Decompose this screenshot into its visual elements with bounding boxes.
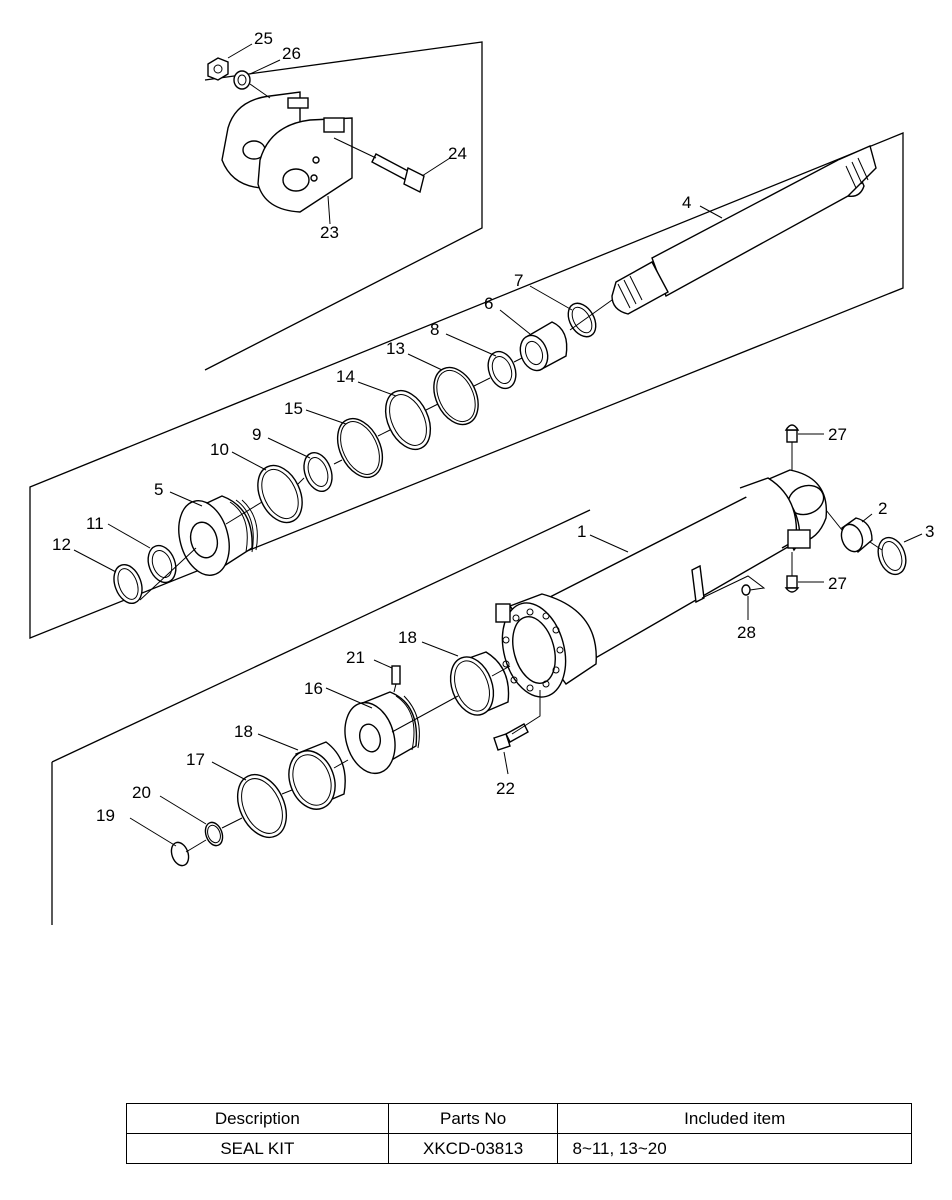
part-20-ring (204, 821, 224, 847)
callout-26: 26 (282, 44, 301, 63)
part-7-ring (567, 302, 597, 338)
part-27-grease-nipple-top (784, 424, 800, 443)
callout-12: 12 (52, 535, 71, 554)
part-10-seal (257, 464, 303, 524)
callout-14: 14 (336, 367, 355, 386)
cell-included-item: 8~11, 13~20 (557, 1133, 912, 1164)
callout-5: 5 (154, 480, 163, 499)
callout-27-bottom: 27 (828, 574, 847, 593)
header-description: Description (126, 1103, 389, 1134)
part-25-nut (207, 57, 229, 81)
callout-7: 7 (514, 271, 523, 290)
callout-21: 21 (346, 648, 365, 667)
callout-8: 8 (430, 320, 439, 339)
header-parts-no: Parts No (387, 1103, 559, 1134)
exploded-parts-diagram: 1 2 3 4 5 6 7 8 9 10 11 12 13 14 15 16 1… (29, 29, 934, 925)
callout-17: 17 (186, 750, 205, 769)
part-27-grease-nipple-bottom (784, 575, 800, 593)
part-14-backup-ring (384, 389, 432, 451)
part-6-bush (519, 321, 568, 372)
part-23-clevis-bracket (221, 91, 353, 213)
callout-11: 11 (86, 514, 104, 533)
table-row: SEAL KIT XKCD-03813 8~11, 13~20 (126, 1133, 912, 1164)
callout-13: 13 (386, 339, 405, 358)
callout-25: 25 (254, 29, 273, 48)
part-22-bolt (493, 723, 529, 751)
part-15-o-ring (336, 417, 384, 479)
part-17-seal (236, 773, 288, 839)
header-included-item: Included item (557, 1103, 912, 1134)
part-5-gland (178, 495, 258, 576)
callout-28: 28 (737, 623, 756, 642)
pin-assembly-plane (204, 41, 483, 371)
callout-27-top: 27 (828, 425, 847, 444)
part-24-bolt (371, 153, 425, 194)
part-13-o-ring (433, 366, 479, 426)
assembly-axis-lines (139, 83, 883, 853)
cell-parts-no: XKCD-03813 (387, 1133, 559, 1164)
part-16-piston (344, 691, 420, 775)
callout-24: 24 (448, 144, 467, 163)
callout-3: 3 (925, 522, 934, 541)
part-1-cylinder-tube (495, 469, 828, 698)
cell-description: SEAL KIT (126, 1133, 389, 1164)
part-21-set-screw (391, 665, 401, 685)
callout-6: 6 (484, 294, 493, 313)
part-12-ring (113, 563, 143, 605)
callout-20: 20 (132, 783, 151, 802)
part-4-piston-rod (611, 145, 877, 315)
part-9-seal (303, 451, 333, 493)
callout-10: 10 (210, 440, 229, 459)
callout-labels: 1 2 3 4 5 6 7 8 9 10 11 12 13 14 15 16 1… (52, 29, 934, 825)
callout-18-lower: 18 (234, 722, 253, 741)
leader-lines (73, 43, 923, 847)
seal-kit-table: Description Parts No Included item SEAL … (126, 1103, 912, 1164)
callout-1: 1 (577, 522, 586, 541)
table-header-row: Description Parts No Included item (126, 1103, 912, 1134)
part-19-o-ring (170, 841, 190, 867)
rod-assembly-plane (29, 132, 904, 639)
part-18-wear-ring-lower (288, 741, 346, 810)
callout-22: 22 (496, 779, 515, 798)
callout-15: 15 (284, 399, 303, 418)
callout-4: 4 (682, 193, 691, 212)
callout-16: 16 (304, 679, 323, 698)
part-26-washer (233, 70, 251, 90)
callout-9: 9 (252, 425, 261, 444)
part-3-ring (877, 536, 907, 576)
callout-18-upper: 18 (398, 628, 417, 647)
tube-assembly-plane (51, 509, 591, 925)
callout-23: 23 (320, 223, 339, 242)
callout-2: 2 (878, 499, 887, 518)
part-28-pin (741, 584, 751, 596)
part-8-seal (487, 350, 517, 390)
part-18-wear-ring-upper (449, 651, 510, 716)
part-2-bush (840, 517, 873, 554)
callout-19: 19 (96, 806, 115, 825)
